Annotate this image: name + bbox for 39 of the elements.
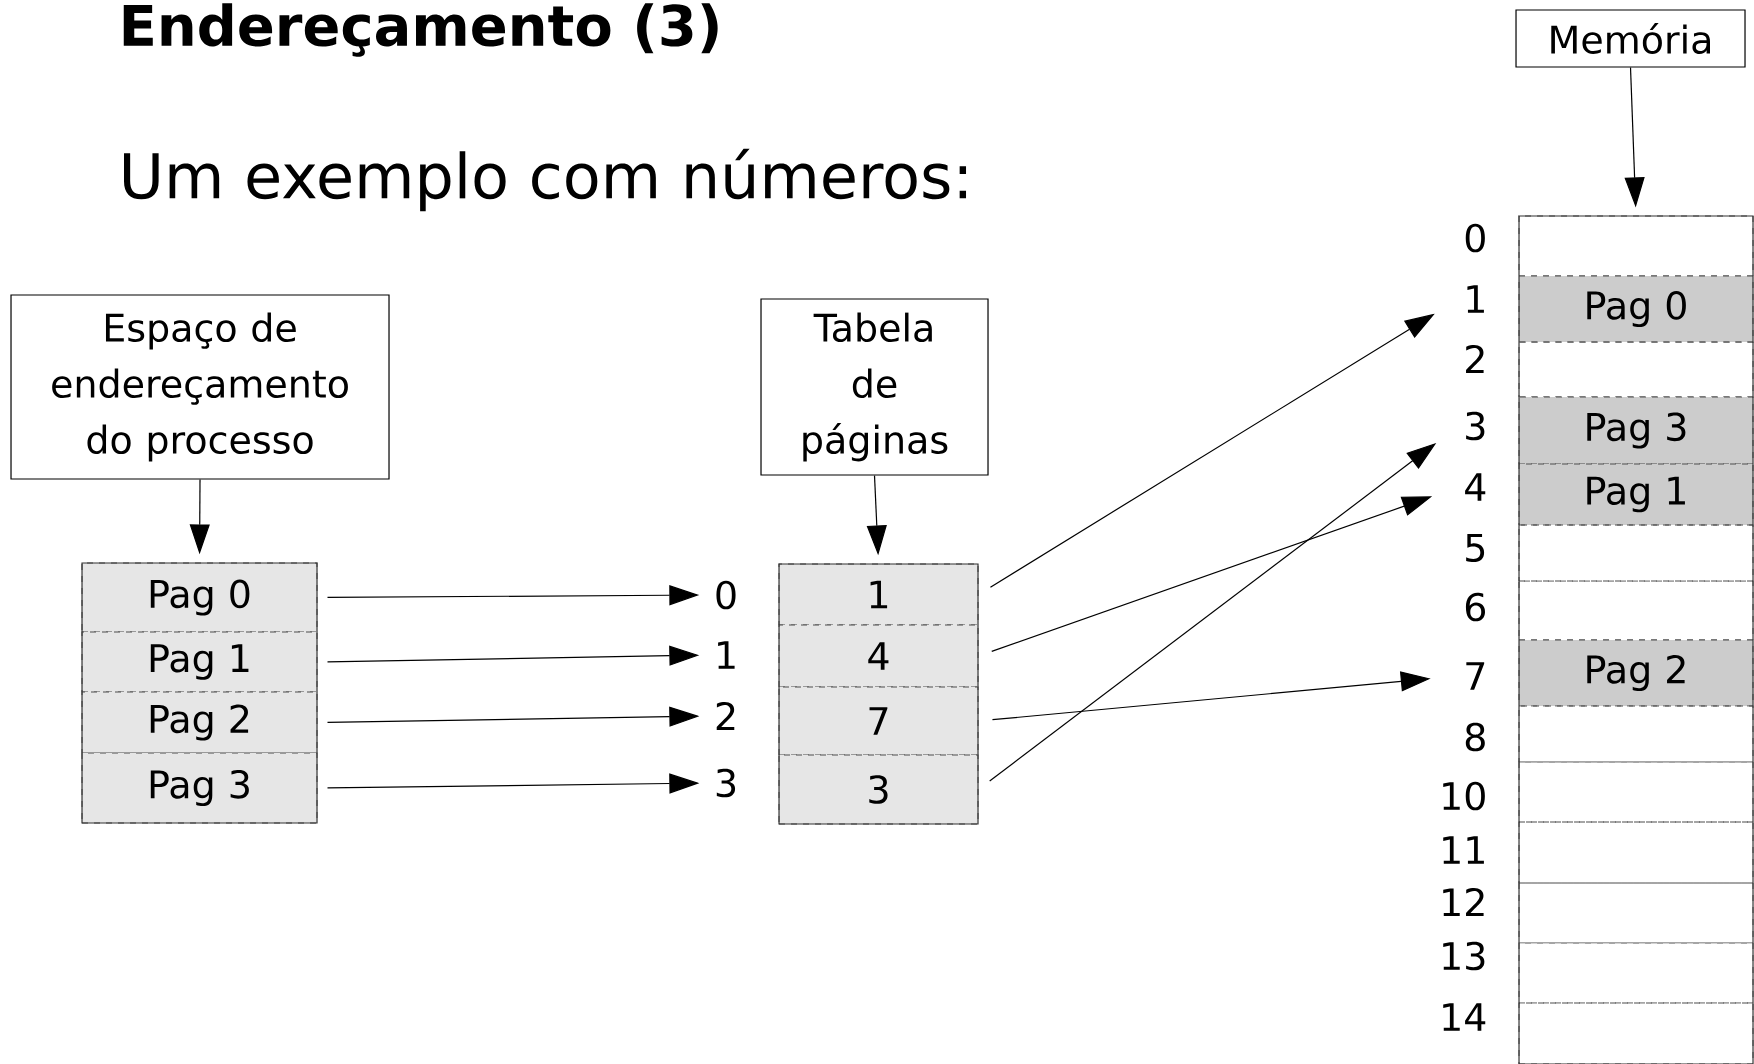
memory-frame: Pag 0 bbox=[1518, 275, 1754, 343]
frame-number: 8 bbox=[1465, 722, 1485, 752]
index-number: 0 bbox=[716, 580, 736, 610]
frame-number: 3 bbox=[1466, 411, 1485, 441]
memory-frame: Pag 1 bbox=[1518, 463, 1754, 526]
frame-number: 5 bbox=[1466, 533, 1485, 563]
table-entry: 7 bbox=[778, 686, 979, 756]
index-number: 3 bbox=[716, 768, 736, 798]
label-box: Tabela de páginas bbox=[760, 298, 989, 476]
index-number: 2 bbox=[716, 701, 735, 731]
frame-number: 10 bbox=[1443, 781, 1485, 811]
frame-number: 11 bbox=[1443, 836, 1484, 864]
subtitle: Um exemplo com números: bbox=[124, 148, 966, 212]
frame-number: 7 bbox=[1466, 662, 1485, 690]
page-cell: Pag 0 bbox=[81, 562, 318, 633]
table-entry: 3 bbox=[778, 754, 979, 825]
frame-number: 0 bbox=[1465, 223, 1485, 253]
page-table bbox=[778, 563, 979, 825]
frame-number: 12 bbox=[1443, 887, 1484, 917]
frame-number: 2 bbox=[1466, 344, 1484, 374]
frame-number: 4 bbox=[1465, 473, 1486, 501]
page-cell: Pag 1 bbox=[81, 631, 318, 693]
frame-number: 13 bbox=[1443, 941, 1485, 971]
frame-number: 1 bbox=[1467, 285, 1484, 313]
index-number: 1 bbox=[718, 641, 735, 669]
memory-frame bbox=[1518, 882, 1754, 944]
title: Endereçamento (3) bbox=[123, 3, 718, 57]
table-entry: 4 bbox=[778, 624, 979, 688]
memory-frame: Pag 2 bbox=[1518, 639, 1754, 707]
memory-frame: Pag 3 bbox=[1518, 396, 1754, 465]
label-box: Espaço de endereçamento do processo bbox=[10, 294, 390, 480]
page-cell: Pag 3 bbox=[81, 752, 318, 824]
table-entry: 1 bbox=[778, 563, 979, 626]
page-stack bbox=[81, 562, 318, 824]
memory-column bbox=[1518, 215, 1754, 1064]
page-cell: Pag 2 bbox=[81, 691, 318, 754]
frame-number: 14 bbox=[1443, 1003, 1486, 1031]
frame-number: 6 bbox=[1465, 592, 1485, 622]
label-box: Memória bbox=[1515, 9, 1746, 68]
